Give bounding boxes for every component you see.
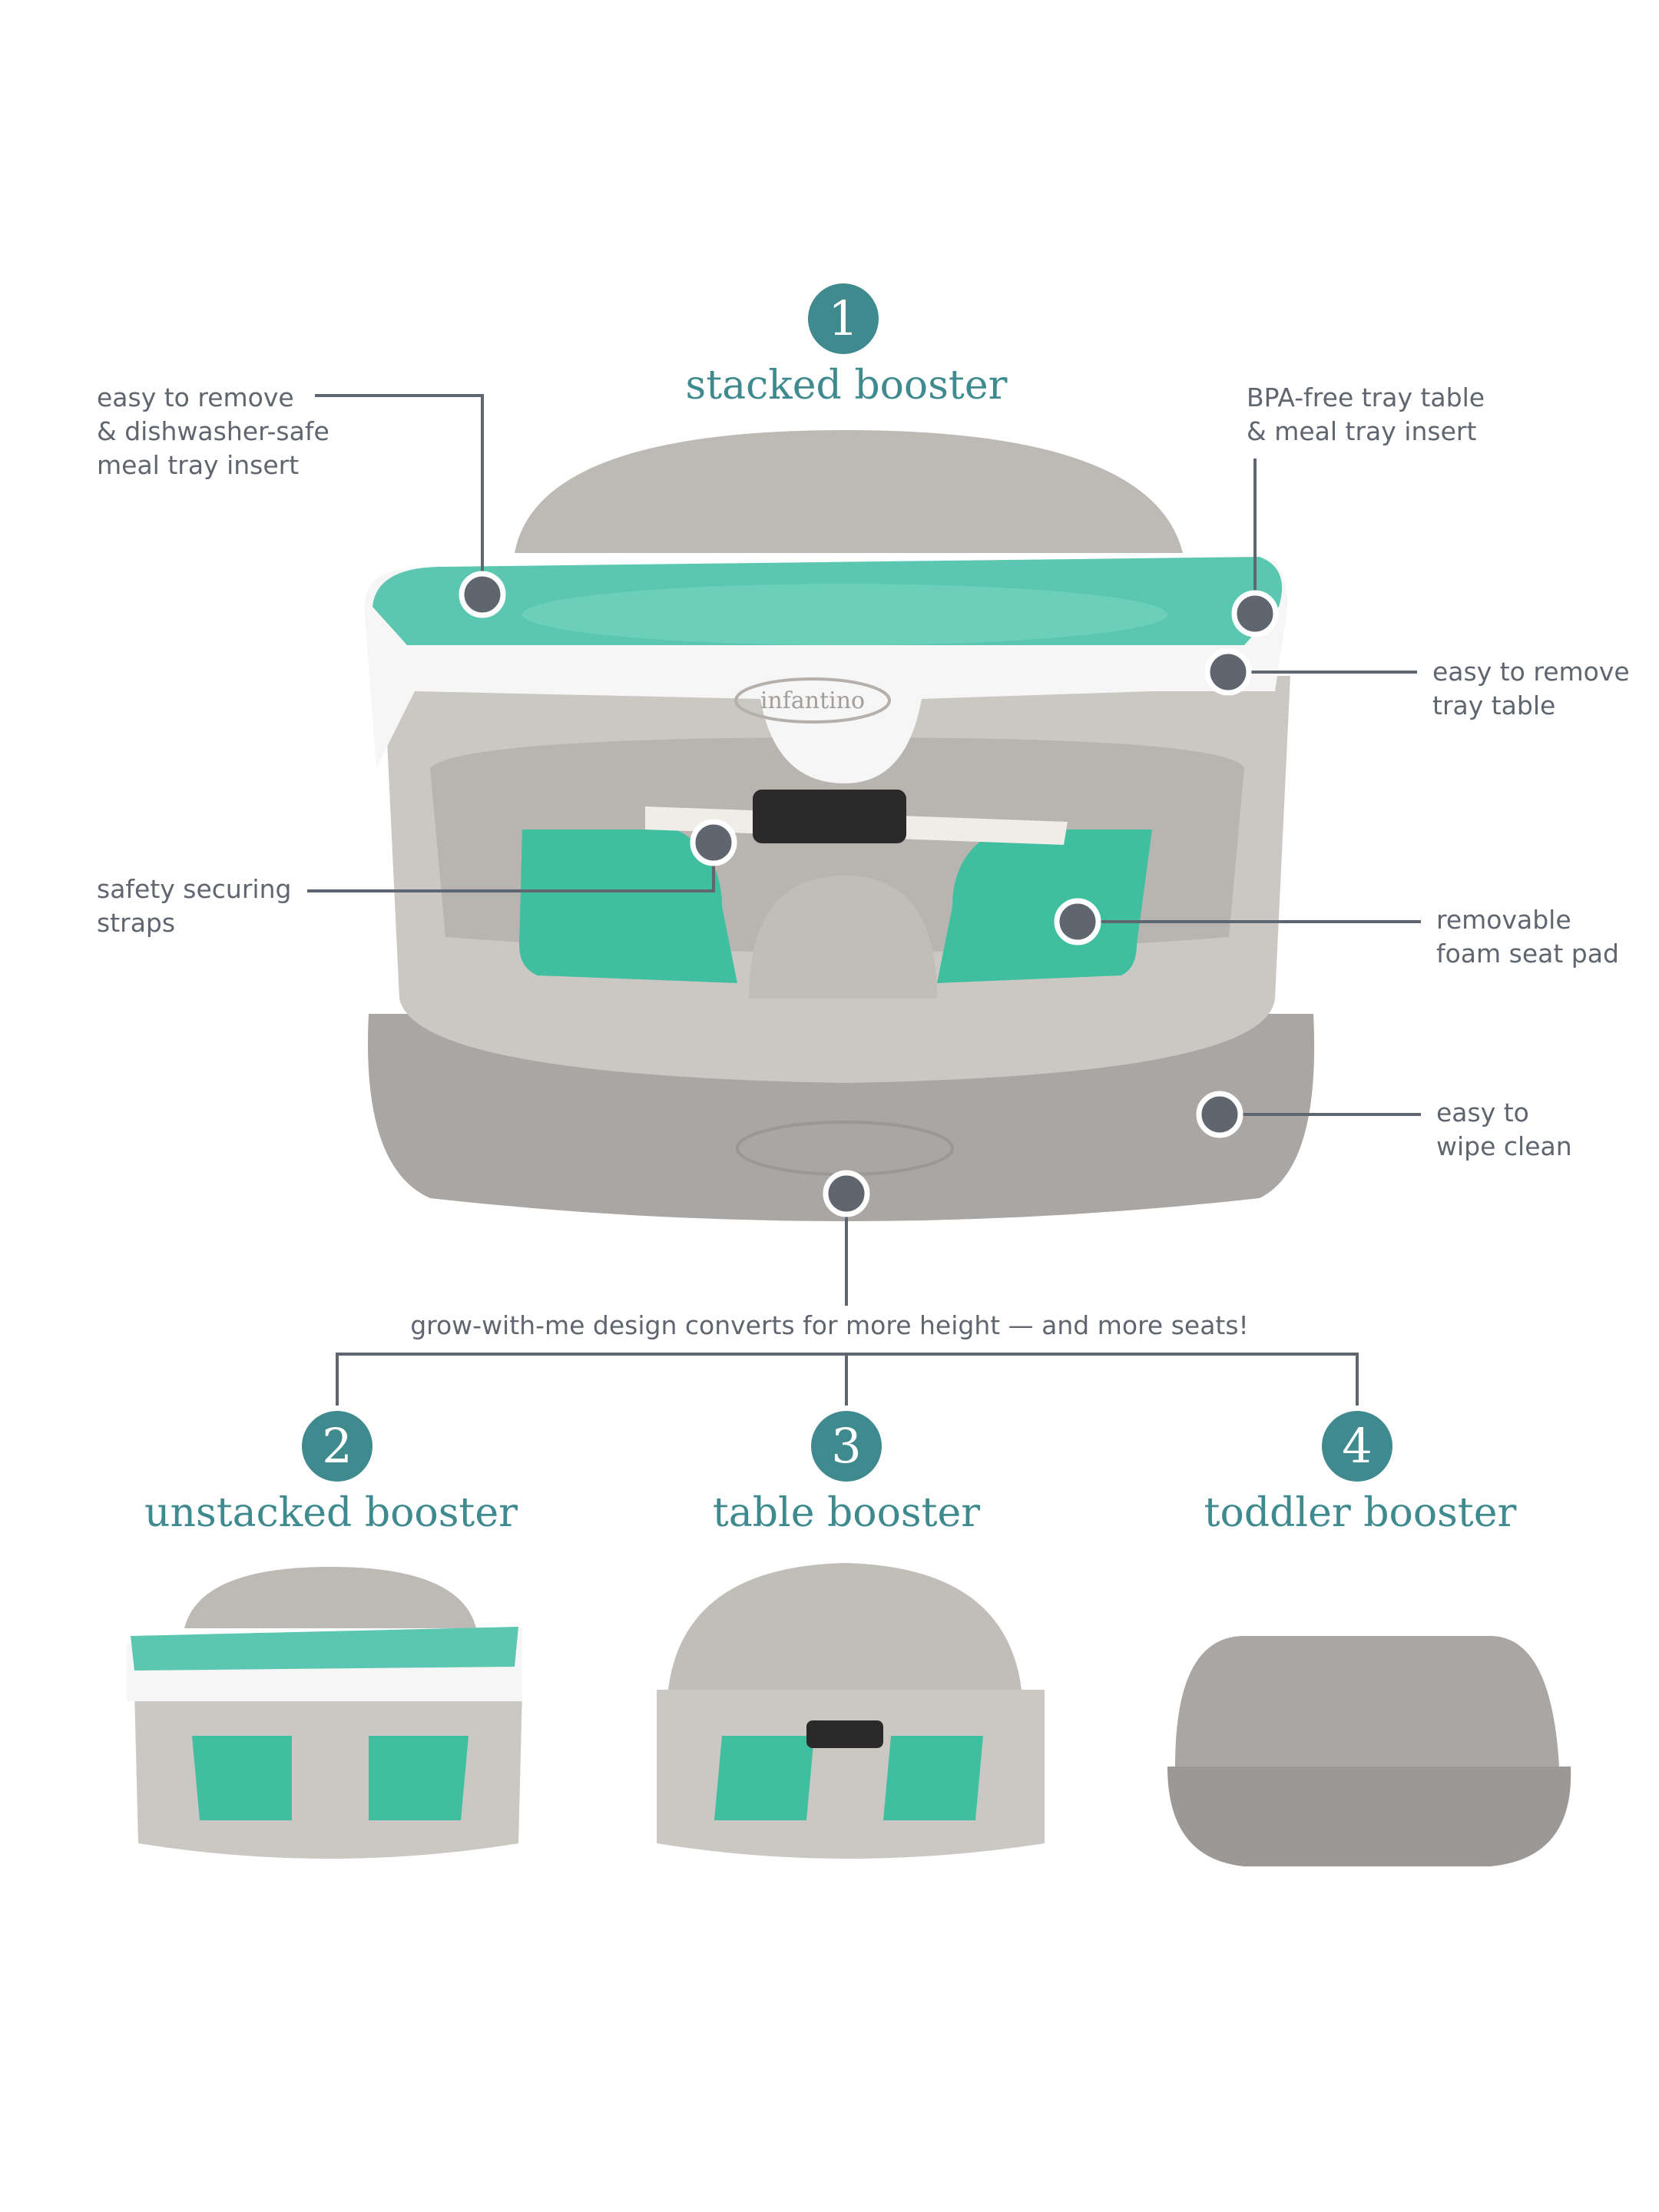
callout-straps: safety securing straps (97, 874, 292, 938)
callout-bpa-free: BPA-free tray table & meal tray insert (1247, 382, 1485, 446)
mode-title-unstacked: unstacked booster (144, 1490, 518, 1536)
toddler-booster-image (1167, 1636, 1571, 1866)
mode-title-table: table booster (712, 1490, 981, 1536)
main-title: stacked booster (685, 363, 1008, 409)
callout-seat-pad: removable foam seat pad (1436, 905, 1619, 969)
callout-dots (459, 571, 1279, 1217)
callout-tray-table: easy to remove tray table (1432, 657, 1630, 720)
step-badge-4: 4 (1322, 1411, 1392, 1482)
brand-logo: infantino (760, 687, 865, 714)
table-booster-image (657, 1563, 1045, 1859)
mode-title-toddler: toddler booster (1204, 1490, 1517, 1536)
stacked-booster-image: infantino (364, 430, 1315, 1221)
unstacked-booster-image (127, 1567, 522, 1859)
grow-with-me-text: grow-with-me design converts for more he… (410, 1310, 1249, 1340)
step-badge-3: 3 (811, 1411, 882, 1482)
step-badge-1: 1 (808, 283, 879, 354)
callout-meal-tray: easy to remove & dishwasher-safe meal tr… (97, 382, 329, 480)
step-badge-2: 2 (302, 1411, 373, 1482)
callout-wipe-clean: easy to wipe clean (1436, 1098, 1572, 1161)
